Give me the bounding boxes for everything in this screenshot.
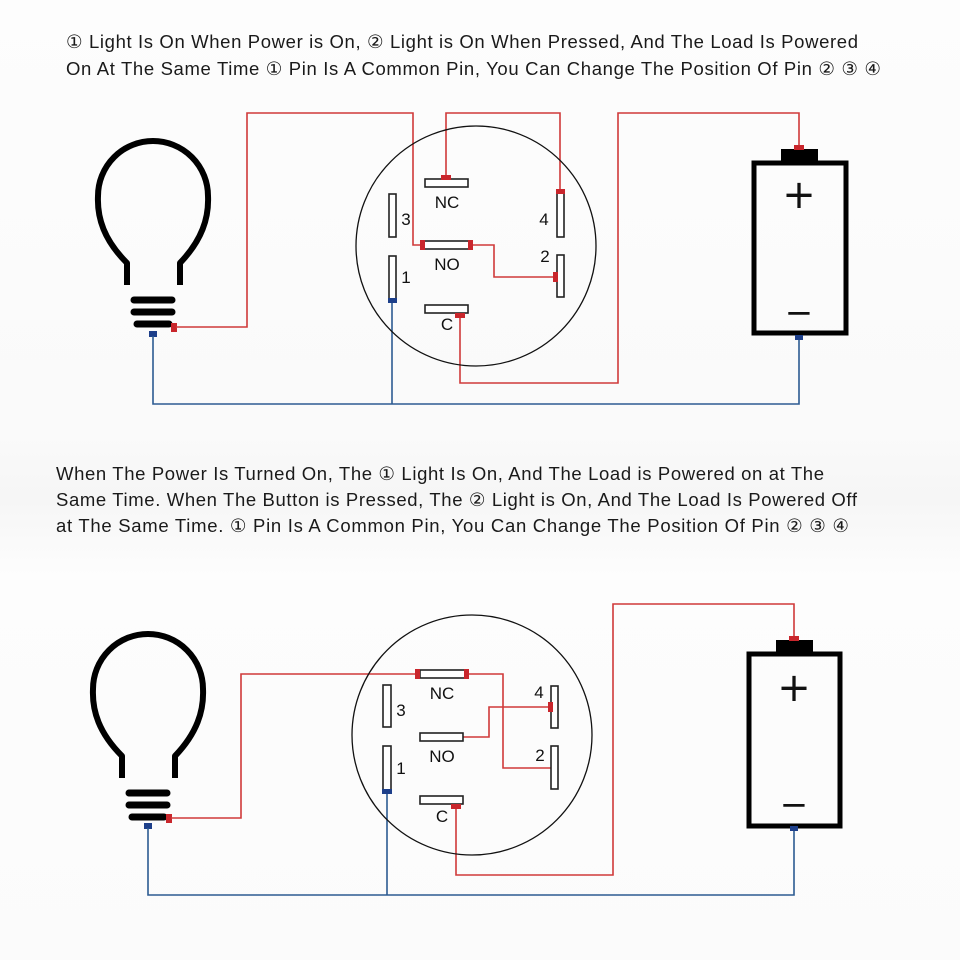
light-bulb-icon: [94, 138, 212, 337]
diagram-1: ① Light Is On When Power is On, ② Light …: [66, 31, 881, 405]
pin-3-label: 3: [396, 701, 405, 720]
c-terminal: [419, 795, 464, 805]
no-label: NO: [429, 747, 455, 766]
c-label: C: [441, 315, 453, 334]
battery-icon: + −: [751, 145, 849, 340]
no-terminal: [423, 240, 471, 250]
diagram-2: When The Power Is Turned On, The ① Light…: [56, 463, 858, 896]
plus-sign: +: [782, 172, 816, 218]
pin-2-label: 2: [540, 247, 549, 266]
caption-2-line-3: at The Same Time. ① Pin Is A Common Pin,…: [56, 515, 849, 536]
pin-4-label: 4: [534, 683, 543, 702]
push-button-switch: NC NO C 3 1 4 2: [351, 614, 593, 856]
pin-2: [556, 254, 565, 298]
c-label: C: [436, 807, 448, 826]
pin-3: [388, 193, 397, 238]
plus-sign: +: [777, 665, 811, 711]
caption-1-line-1: ① Light Is On When Power is On, ② Light …: [66, 31, 858, 52]
pin-1: [382, 745, 392, 791]
caption-2-line-2: Same Time. When The Button is Pressed, T…: [56, 489, 858, 510]
pin-2: [550, 745, 559, 790]
pin-1-label: 1: [396, 759, 405, 778]
wires: [152, 112, 800, 405]
minus-sign: −: [780, 785, 809, 825]
nc-label: NC: [430, 684, 455, 703]
pin-3-label: 3: [401, 210, 410, 229]
pin-3: [382, 684, 392, 728]
battery-icon: + −: [746, 636, 843, 831]
pin-1: [388, 255, 397, 301]
light-bulb-icon: [89, 631, 207, 829]
no-terminal: [419, 732, 464, 742]
wires: [147, 603, 795, 896]
caption-2-line-1: When The Power Is Turned On, The ① Light…: [56, 463, 824, 484]
pin-1-label: 1: [401, 268, 410, 287]
minus-sign: −: [785, 293, 814, 333]
nc-terminal: [424, 178, 469, 188]
pin-4: [556, 191, 565, 238]
pin-2-label: 2: [535, 746, 544, 765]
caption-1-line-2: On At The Same Time ① Pin Is A Common Pi…: [66, 58, 881, 79]
no-label: NO: [434, 255, 460, 274]
push-button-switch: NC NO C 3 1 4 2: [355, 125, 597, 367]
c-terminal: [424, 304, 469, 314]
nc-terminal: [419, 669, 466, 679]
pin-4-label: 4: [539, 210, 548, 229]
nc-label: NC: [435, 193, 460, 212]
